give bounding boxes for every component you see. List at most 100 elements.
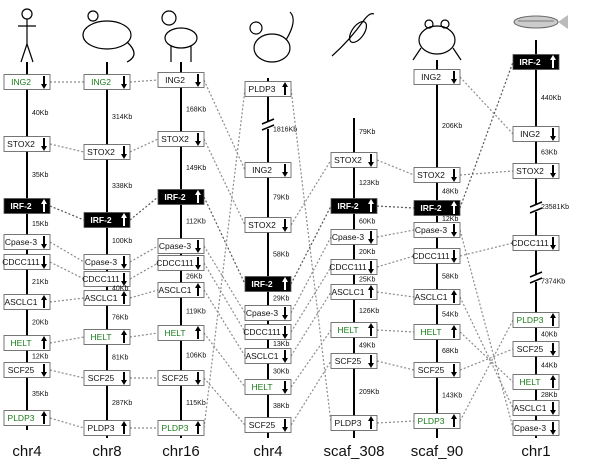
arrow-down-icon — [121, 372, 127, 385]
distance-label: 149Kb — [186, 165, 206, 172]
ortholog-link — [459, 76, 514, 135]
gene-box: ASCLC1 — [83, 290, 131, 306]
gene-box-frame — [330, 284, 378, 300]
ortholog-link — [459, 331, 514, 383]
break-gap — [530, 274, 542, 282]
gene-name: CDCC111 — [243, 327, 281, 337]
gene-name: Cpase-3 — [5, 237, 37, 247]
arrow-up-icon — [550, 375, 556, 388]
gene-box-frame — [244, 379, 292, 395]
gene-box: IRF-2 — [3, 198, 51, 214]
distance-label: 119Kb — [186, 309, 206, 316]
gene-box-frame — [512, 312, 560, 328]
gene-name: STOX2 — [516, 166, 544, 176]
arrow-down-icon — [550, 343, 556, 356]
arrow-up-icon — [121, 330, 127, 343]
ortholog-link — [129, 262, 159, 280]
ortholog-link — [459, 242, 514, 257]
arrow-down-icon — [121, 256, 127, 269]
gene-box: STOX2 — [244, 217, 292, 233]
gene-box-frame — [330, 229, 378, 245]
gene-box: ING2 — [83, 74, 131, 90]
distance-label: 314Kb — [112, 114, 132, 121]
arrow-up-icon — [550, 55, 556, 68]
ortholog-link — [376, 291, 415, 298]
ortholog-link — [203, 289, 246, 357]
ortholog-link — [203, 377, 246, 426]
ortholog-link — [129, 196, 159, 221]
gene-name: SCF25 — [8, 365, 35, 375]
distance-label: 15Kb — [32, 221, 48, 228]
distance-label: 26Kb — [186, 274, 202, 281]
distance-label: 209Kb — [359, 389, 379, 396]
gene-name: SCF25 — [418, 365, 445, 375]
gene-box: Cpase-3 — [244, 305, 292, 321]
gene-box: CDCC111 — [82, 271, 131, 287]
ortholog-link — [376, 159, 415, 176]
distance-label: 40Kb — [112, 286, 128, 293]
arrow-down-icon — [550, 165, 556, 178]
arrow-down-icon — [368, 154, 374, 167]
gene-box-frame — [3, 74, 51, 90]
gene-name: STOX2 — [334, 155, 362, 165]
ortholog-link — [376, 329, 415, 333]
distance-label: 21Kb — [32, 279, 48, 286]
gene-name: SCF25 — [249, 420, 276, 430]
chromosome-label: scaf_308 — [324, 443, 385, 460]
gene-name: ING2 — [520, 129, 540, 139]
gene-box-frame — [3, 234, 51, 250]
gene-box: IRF-2 — [413, 200, 461, 216]
arrow-down-icon — [282, 164, 288, 177]
gene-box-frame — [157, 189, 205, 205]
gene-box-frame — [83, 290, 131, 306]
gene-box: HELT — [83, 329, 131, 345]
lizard-icon — [331, 13, 375, 57]
gene-box: SCF25 — [512, 341, 560, 357]
gene-box: ING2 — [244, 162, 292, 178]
gene-box: SCF25 — [83, 370, 131, 386]
gene-box-frame — [83, 370, 131, 386]
gene-name: Cpase-3 — [415, 225, 447, 235]
arrow-up-icon — [368, 323, 374, 336]
chicken-icon — [249, 11, 294, 63]
ortholog-link — [49, 241, 85, 263]
ortholog-link — [290, 291, 332, 357]
gene-name: Cpase-3 — [159, 241, 191, 251]
arrow-up-icon — [451, 290, 457, 303]
arrow-up-icon — [550, 313, 556, 326]
gene-box: HELT — [512, 374, 560, 390]
gene-box: IRF-2 — [512, 54, 560, 70]
arrow-up-icon — [195, 326, 201, 339]
gene-name: ING2 — [421, 72, 441, 82]
gene-box-frame — [330, 415, 378, 431]
arrow-up-icon — [368, 285, 374, 298]
gene-name: ASCLC1 — [331, 287, 364, 297]
arrow-down-icon — [282, 326, 288, 339]
distance-label: 40Kb — [541, 332, 557, 339]
distance-label: 54Kb — [442, 312, 458, 319]
gene-name: IRF-2 — [337, 201, 359, 211]
ortholog-link — [49, 261, 85, 280]
gene-box: HELT — [157, 325, 205, 341]
gene-box: SCF25 — [157, 370, 205, 386]
arrow-down-icon — [451, 364, 457, 377]
arrow-up-icon — [282, 82, 288, 95]
gene-name: PLDP3 — [517, 315, 544, 325]
gene-name: PLDP3 — [88, 423, 115, 433]
arrow-down-icon — [282, 307, 288, 320]
distance-label: 206Kb — [442, 123, 462, 130]
ortholog-link — [203, 79, 246, 171]
species-icons — [18, 8, 568, 63]
break-mark — [261, 118, 275, 125]
gene-box: IRF-2 — [330, 198, 378, 214]
gene-name: CDCC111 — [511, 238, 549, 248]
arrow-down-icon — [282, 419, 288, 432]
gene-name: HELT — [251, 382, 272, 392]
gene-name: PLDP3 — [162, 423, 189, 433]
human-icon — [18, 8, 36, 63]
arrow-down-icon — [41, 236, 47, 249]
distance-label: 143Kb — [442, 393, 462, 400]
chromosome-label: chr1 — [521, 443, 550, 460]
gene-box-frame — [244, 305, 292, 321]
